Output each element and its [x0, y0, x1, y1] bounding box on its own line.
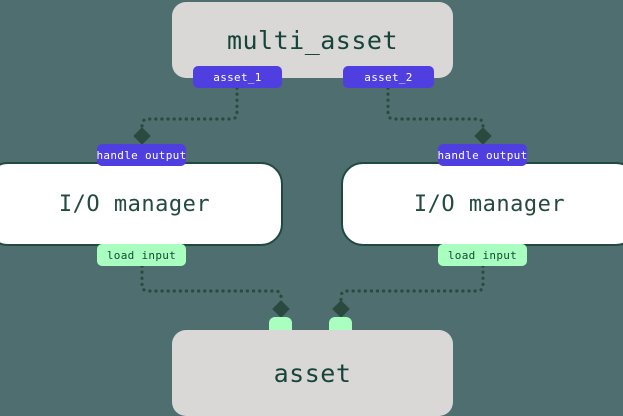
node-io-manager-left[interactable]: I/O manager [0, 162, 283, 246]
output-port-load-input-left[interactable]: load input [97, 244, 186, 266]
output-port-asset-1-label: asset_1 [213, 70, 262, 84]
node-asset[interactable]: asset [172, 330, 453, 416]
input-port-handle-output-right[interactable]: handle output [438, 144, 527, 166]
output-port-asset-2[interactable]: asset_2 [343, 66, 434, 88]
output-port-load-input-right[interactable]: load input [438, 244, 527, 266]
input-port-handle-output-left[interactable]: handle output [97, 144, 186, 166]
node-multi-asset-title: multi_asset [226, 25, 399, 55]
edge-right-load-input-to-asset-port-2 [332, 264, 485, 318]
output-port-asset-2-label: asset_2 [364, 70, 413, 84]
node-io-manager-right-title: I/O manager [413, 191, 566, 217]
input-port-handle-output-left-label: handle output [96, 148, 187, 162]
output-port-asset-1[interactable]: asset_1 [193, 66, 282, 88]
edge-asset1-to-left-handle-output [133, 86, 239, 145]
edge-left-load-input-to-asset-port-1 [140, 264, 290, 318]
output-port-load-input-left-label: load input [106, 248, 177, 262]
node-io-manager-right[interactable]: I/O manager [341, 162, 623, 246]
node-io-manager-left-title: I/O manager [58, 191, 211, 217]
output-port-load-input-right-label: load input [447, 248, 518, 262]
node-multi-asset[interactable]: multi_asset [172, 2, 453, 78]
edge-asset2-to-right-handle-output [386, 86, 492, 145]
input-port-handle-output-right-label: handle output [437, 148, 528, 162]
node-asset-title: asset [273, 358, 352, 388]
